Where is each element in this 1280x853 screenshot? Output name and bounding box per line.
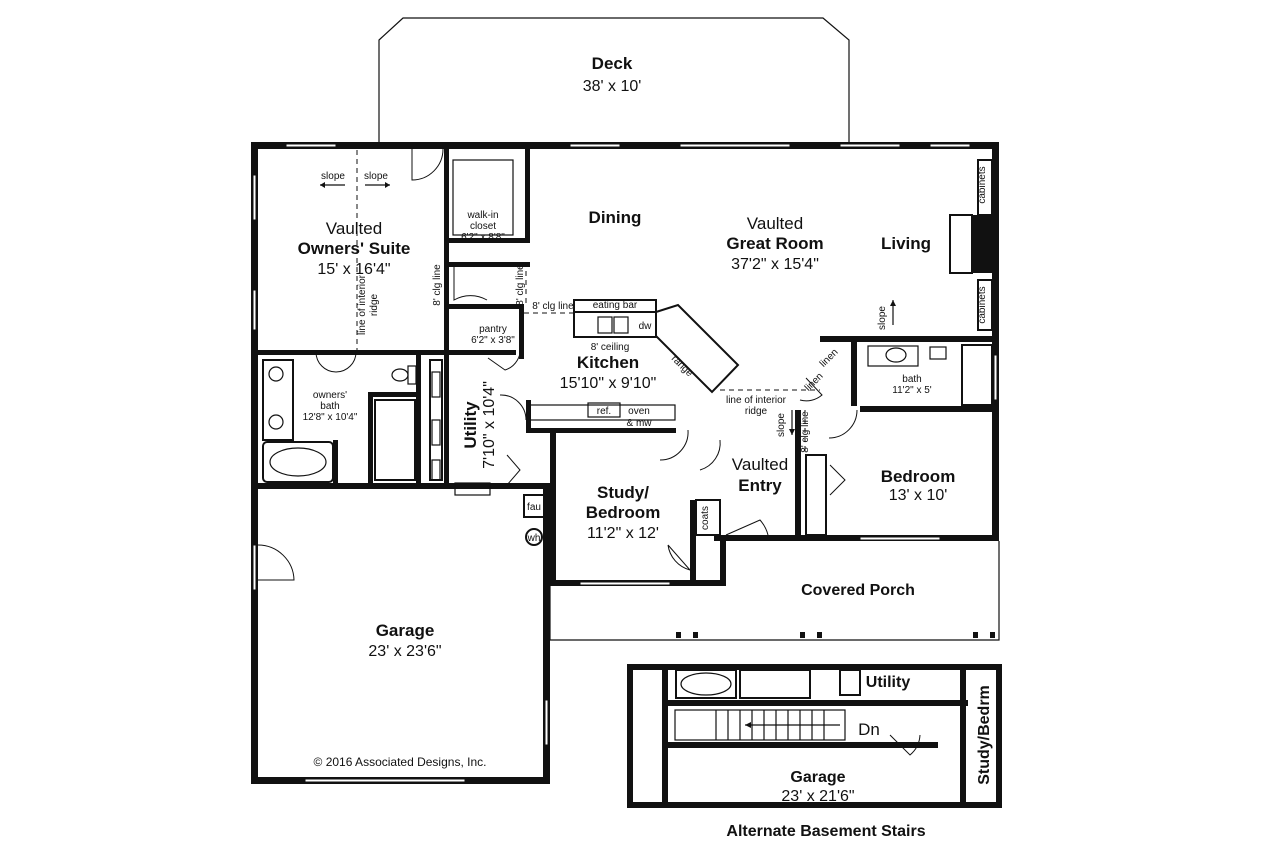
room-labels: Vaulted Owners' Suite 15' x 16'4" walk-i… [298,208,956,660]
great-room-dim: 37'2" x 15'4" [731,256,819,273]
clg-line-label-4: 8' clg line [800,411,811,453]
cabinets-label-1: cabinets [977,166,988,203]
utility-name: Utility [461,401,480,449]
owners-suite-dim: 15' x 16'4" [317,261,390,278]
study-name1: Study/ [597,483,649,502]
kitchen-name: Kitchen [577,353,639,372]
pantry-name: pantry [479,324,507,335]
garage-dim: 23' x 23'6" [368,643,441,660]
covered-porch: Covered Porch [549,541,1000,641]
slope-label-3: slope [877,306,888,330]
coats-label: coats [700,506,711,530]
alt-utility-name: Utility [866,674,911,691]
ridge-label-1a: line of interior [357,274,368,335]
clg-line-label-3: 8' clg line [532,301,574,312]
great-room-vaulted: Vaulted [747,214,803,233]
interior-walls [251,148,999,546]
dashed-lines [356,150,820,455]
ridge-label-2a: line of interior [726,395,787,406]
kitchen-dim: 15'10" x 9'10" [560,375,657,392]
closet-name2: closet [470,221,496,232]
range-label: range [669,353,695,379]
owners-suite-name: Owners' Suite [298,239,411,258]
alt-dn-label: Dn [858,720,880,739]
slope-label-2: slope [364,171,388,182]
closet-name1: walk-in [466,210,498,221]
alternate-stairs-inset: Utility Study/Bedrm Dn Garage 23' x 21'6… [627,664,1002,840]
clg-line-label-1: 8' clg line [432,264,443,306]
covered-porch-name: Covered Porch [801,582,915,599]
owners-bath-name2: bath [320,401,339,412]
ref-label: ref. [597,406,611,417]
wh-label: wh [527,533,541,544]
ridge-label-2b: ridge [745,406,768,417]
owners-bath-name1: owners' [313,390,347,401]
closet-dim: 6'2" x 8'8" [461,232,505,243]
study-dim: 11'2" x 12' [587,525,659,542]
slope-label-4: slope [776,413,787,437]
alt-title: Alternate Basement Stairs [726,823,925,840]
dw-label: dw [639,321,653,332]
entry-vaulted: Vaulted [732,455,788,474]
entry-name: Entry [738,476,782,495]
ridge-label-1b: ridge [369,293,380,316]
alt-study-name: Study/Bedrm [976,685,993,785]
bedroom-dim: 13' x 10' [889,487,948,504]
doors [257,148,858,581]
alt-garage-dim: 23' x 21'6" [781,788,854,805]
copyright: © 2016 Associated Designs, Inc. [314,755,487,769]
living-name: Living [881,234,931,253]
bath-name: bath [902,374,921,385]
windows [252,143,998,783]
bath-dim: 11'2" x 5' [892,385,932,396]
stair-treads [674,709,846,741]
alt-garage-name: Garage [790,769,845,786]
slope-label-1: slope [321,171,345,182]
oven-label-2: & mw [627,418,653,429]
ceiling-label: 8' ceiling [591,342,630,353]
deck-name: Deck [592,54,633,73]
owners-suite-vaulted: Vaulted [326,219,382,238]
great-room-name: Great Room [726,234,823,253]
utility-dim: 7'10" x 10'4" [481,381,498,469]
dining-name: Dining [589,208,642,227]
pantry-dim: 6'2" x 3'8" [471,335,515,346]
linen-label-1: linen [818,347,841,370]
owners-bath-dim: 12'8" x 10'4" [303,412,358,423]
eating-bar-label: eating bar [593,300,638,311]
bedroom-name: Bedroom [881,467,956,486]
fau-label: fau [527,502,541,513]
oven-label-1: oven [628,406,650,417]
clg-line-label-2: 8' clg line [515,264,526,306]
cabinets-label-2: cabinets [977,286,988,323]
study-name2: Bedroom [586,503,661,522]
deck: Deck 38' x 10' [378,17,850,146]
garage-name: Garage [376,621,435,640]
deck-dim: 38' x 10' [583,78,642,95]
